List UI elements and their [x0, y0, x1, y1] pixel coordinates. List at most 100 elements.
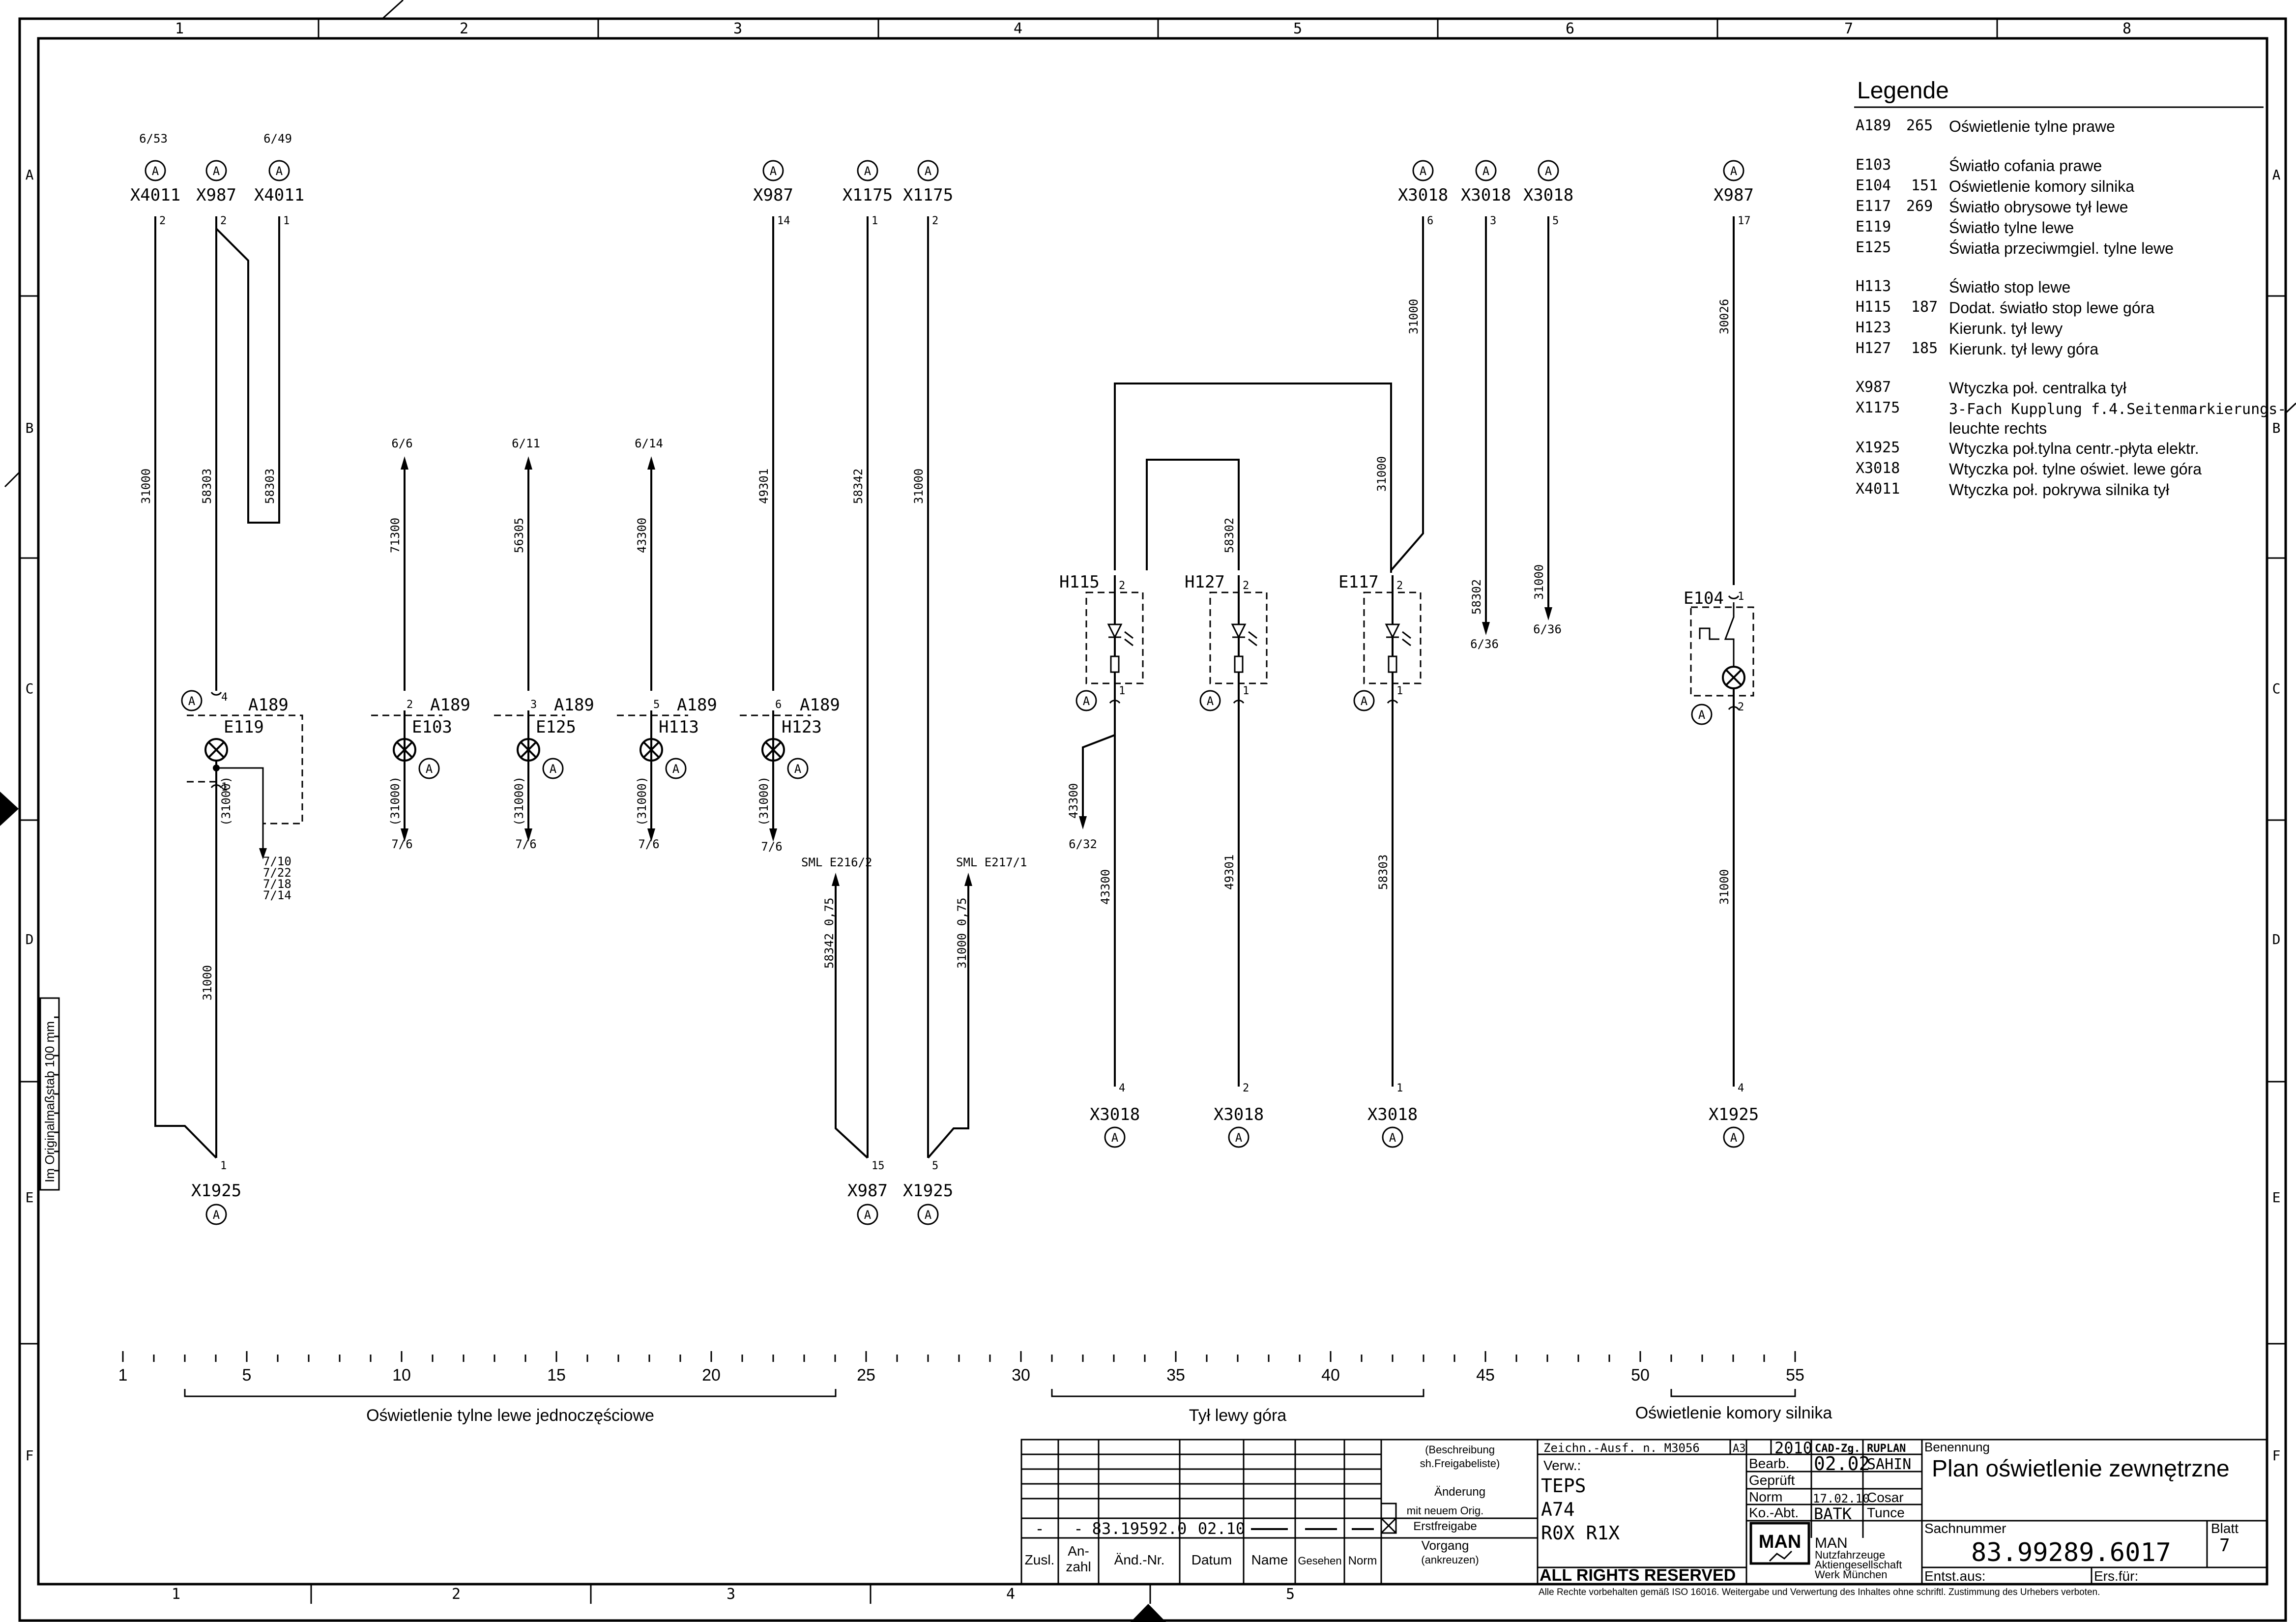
- lamp-h113: 5 A189 H113 A: [617, 695, 717, 779]
- wire-number: 58303: [1376, 855, 1390, 890]
- lamp-h123: 6 A189 H123 A: [740, 695, 840, 779]
- connector-name: X1925: [191, 1181, 241, 1201]
- cross-ref: 6/11: [512, 437, 540, 450]
- change-number: 83.19592.0: [1092, 1519, 1187, 1538]
- ers-fuer-label: Ers.für:: [2094, 1568, 2138, 1584]
- led-h127: H127 2 1 A: [1185, 572, 1268, 711]
- blatt-number: 7: [2219, 1535, 2230, 1556]
- connector-name: X3018: [1398, 185, 1448, 205]
- change-col-header: Datum: [1192, 1552, 1232, 1567]
- wire-number: 31000: [912, 469, 926, 504]
- norm-name: Cosar: [1867, 1490, 1904, 1505]
- node-letter: A: [770, 164, 777, 178]
- connector-node-circle: [145, 160, 166, 181]
- legend-desc: Wtyczka poł. pokrywa silnika tył: [1949, 481, 2169, 499]
- node-letter: A: [1207, 694, 1214, 708]
- connector-pin: 5: [932, 1160, 938, 1172]
- cad-label: CAD-Zg. RUPLAN: [1815, 1443, 1906, 1455]
- module-name: A189: [248, 695, 289, 715]
- col-num: 5: [1293, 20, 1302, 37]
- koabt-label: Ko.-Abt.: [1749, 1505, 1799, 1520]
- connector-node-circle: [857, 160, 878, 181]
- wire-number: 31000: [201, 965, 214, 1001]
- led-pin: 2: [1243, 580, 1249, 592]
- connector-name: X3018: [1214, 1105, 1264, 1124]
- node-letter: A: [1420, 164, 1427, 178]
- row-letter: E: [26, 1189, 34, 1206]
- legend-desc: Światło stop lewe: [1949, 278, 2070, 296]
- cross-ref: 6/36: [1533, 622, 1562, 636]
- col-num: 1: [175, 20, 184, 37]
- legend-code: A189: [1856, 117, 1891, 134]
- change-col-header: Name: [1251, 1552, 1288, 1567]
- verw-line: A74: [1541, 1499, 1575, 1520]
- change-note: (Beschreibung: [1425, 1444, 1495, 1456]
- change-col-header: Änd.-Nr.: [1114, 1552, 1165, 1567]
- scale-number: 50: [1631, 1366, 1650, 1385]
- col-num: 7: [1844, 20, 1853, 37]
- legend-desc: Dodat. światło stop lewe góra: [1949, 299, 2154, 317]
- cross-references: 6/6 6/11 6/14 7/6 7/6 7/6 7/6 6/36 6/36 …: [263, 437, 1562, 902]
- lamp-pin: 1: [221, 781, 228, 794]
- lamp-name: H115: [1059, 572, 1100, 592]
- node-letter: A: [276, 164, 283, 178]
- lamp-pin: 5: [653, 699, 660, 711]
- sml-label: SML E217/1: [956, 855, 1027, 869]
- bearb-label: Bearb.: [1749, 1456, 1790, 1471]
- legend-num: 265: [1906, 117, 1933, 134]
- legend-code: X4011: [1856, 480, 1900, 498]
- row-letter: D: [2272, 931, 2281, 947]
- norm-date: 17.02.10: [1813, 1492, 1870, 1505]
- legend-desc: Światło obrysowe tył lewe: [1949, 198, 2128, 216]
- connector-pin: 14: [777, 215, 790, 227]
- switch-lamp-e104: E104 1 2 A: [1684, 589, 1754, 725]
- legend-desc: Światło tylne lewe: [1949, 219, 2074, 236]
- legend: Legende A189 265 Oświetlenie tylne prawe…: [1854, 78, 2286, 499]
- wire-number: 31000: [1407, 299, 1421, 334]
- col-num: 4: [1014, 20, 1022, 37]
- cross-ref: 7/14: [263, 888, 291, 902]
- node-letter: A: [1730, 1131, 1738, 1145]
- node-letter: A: [925, 1208, 932, 1222]
- lamp-name: H123: [782, 717, 822, 737]
- switch-pin: 2: [1738, 701, 1744, 713]
- module-name: A189: [800, 695, 840, 715]
- cross-ref: 7/6: [515, 837, 536, 851]
- company-line: Aktiengesellschaft: [1815, 1559, 1902, 1571]
- legend-code: E125: [1856, 239, 1891, 256]
- blatt-label: Blatt: [2211, 1521, 2238, 1536]
- legend-code: E119: [1856, 218, 1891, 236]
- led-pin: 1: [1119, 685, 1125, 697]
- module-name: A189: [554, 695, 594, 715]
- wire-number: (31000): [512, 776, 526, 826]
- bottom-connectors: 1 X1925 A 15 X987 A 5 X1925 A 4 X3018 A …: [191, 1082, 1759, 1225]
- scale-number: 10: [392, 1366, 411, 1385]
- year-label: 2010: [1774, 1439, 1812, 1457]
- change-col-header: An-: [1068, 1543, 1089, 1559]
- scale-number: 20: [702, 1366, 721, 1385]
- entst-aus-label: Entst.aus:: [1924, 1568, 1986, 1584]
- legend-desc: leuchte rechts: [1949, 419, 2047, 437]
- change-col-header: zahl: [1066, 1559, 1091, 1574]
- scale-number: 30: [1012, 1366, 1030, 1385]
- cross-ref: 6/6: [391, 437, 412, 450]
- connector-pin: 2: [1243, 1082, 1249, 1094]
- change-col-header: Gesehen: [1298, 1555, 1341, 1567]
- connector-pin: 1: [220, 1160, 227, 1172]
- module-name: A189: [677, 695, 717, 715]
- wire-number: 31000: [1717, 869, 1731, 905]
- company-line: MAN: [1815, 1535, 1848, 1551]
- lamp-pin: 3: [530, 699, 537, 711]
- scale-number: 5: [242, 1366, 252, 1385]
- lamp-pin: 4: [221, 691, 228, 704]
- wire-number: 31000: [139, 469, 153, 504]
- node-letter: A: [213, 164, 220, 178]
- wire-number: 58303: [263, 469, 277, 504]
- connector-name: X1175: [843, 185, 893, 205]
- connector-pin: 1: [1396, 1082, 1403, 1094]
- wire-number: 31000 0,75: [955, 898, 969, 969]
- row-letter: C: [26, 680, 34, 697]
- wire-number: 43300: [635, 518, 649, 553]
- module-name: A189: [430, 695, 470, 715]
- wire-number: 58302: [1470, 579, 1483, 615]
